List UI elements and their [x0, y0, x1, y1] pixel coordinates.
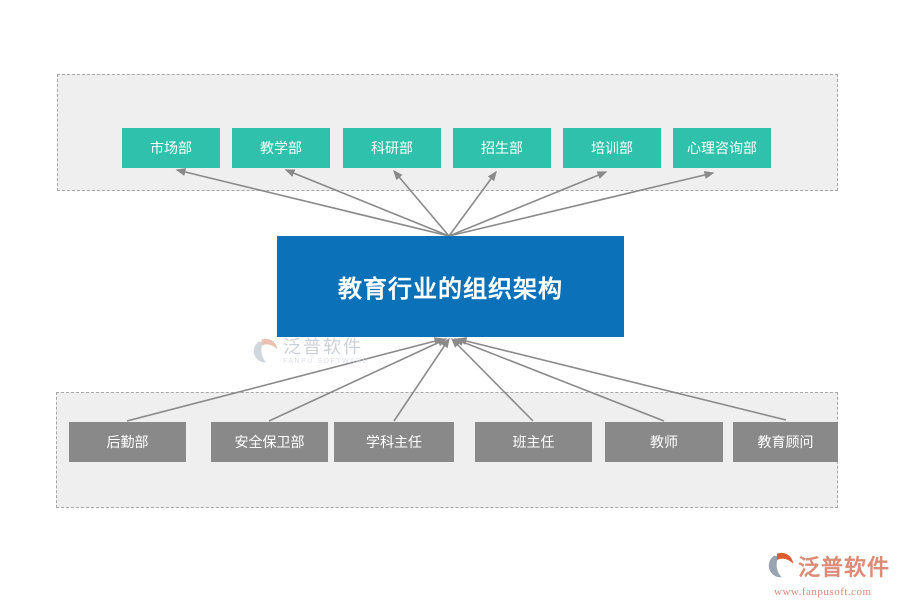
center-node-title: 教育行业的组织架构 — [277, 236, 624, 337]
fanpu-logo-icon — [768, 551, 795, 585]
role-node-logistics: 后勤部 — [69, 422, 186, 462]
role-node-education-consultant: 教育顾问 — [733, 422, 838, 462]
dept-node-counseling: 心理咨询部 — [673, 128, 771, 168]
center-watermark: 泛普软件 FANPU SOFTWARE — [253, 337, 369, 370]
role-node-subject-director: 学科主任 — [334, 422, 454, 462]
dept-node-marketing: 市场部 — [122, 128, 220, 168]
corner-logo-url: www.fanpusoft.com — [774, 586, 872, 598]
corner-logo: 泛普软件 www.fanpusoft.com — [768, 551, 890, 598]
role-node-head-teacher: 班主任 — [475, 422, 592, 462]
dept-node-admissions: 招生部 — [453, 128, 551, 168]
dept-node-research: 科研部 — [343, 128, 441, 168]
dept-node-training: 培训部 — [563, 128, 661, 168]
role-node-teacher: 教师 — [605, 422, 723, 462]
dept-node-teaching: 教学部 — [232, 128, 330, 168]
fanpu-logo-icon — [253, 337, 279, 370]
center-watermark-brand: 泛普软件 — [283, 337, 363, 357]
corner-logo-brand: 泛普软件 — [798, 555, 891, 580]
center-watermark-subtitle: FANPU SOFTWARE — [283, 358, 369, 365]
role-node-security: 安全保卫部 — [211, 422, 328, 462]
